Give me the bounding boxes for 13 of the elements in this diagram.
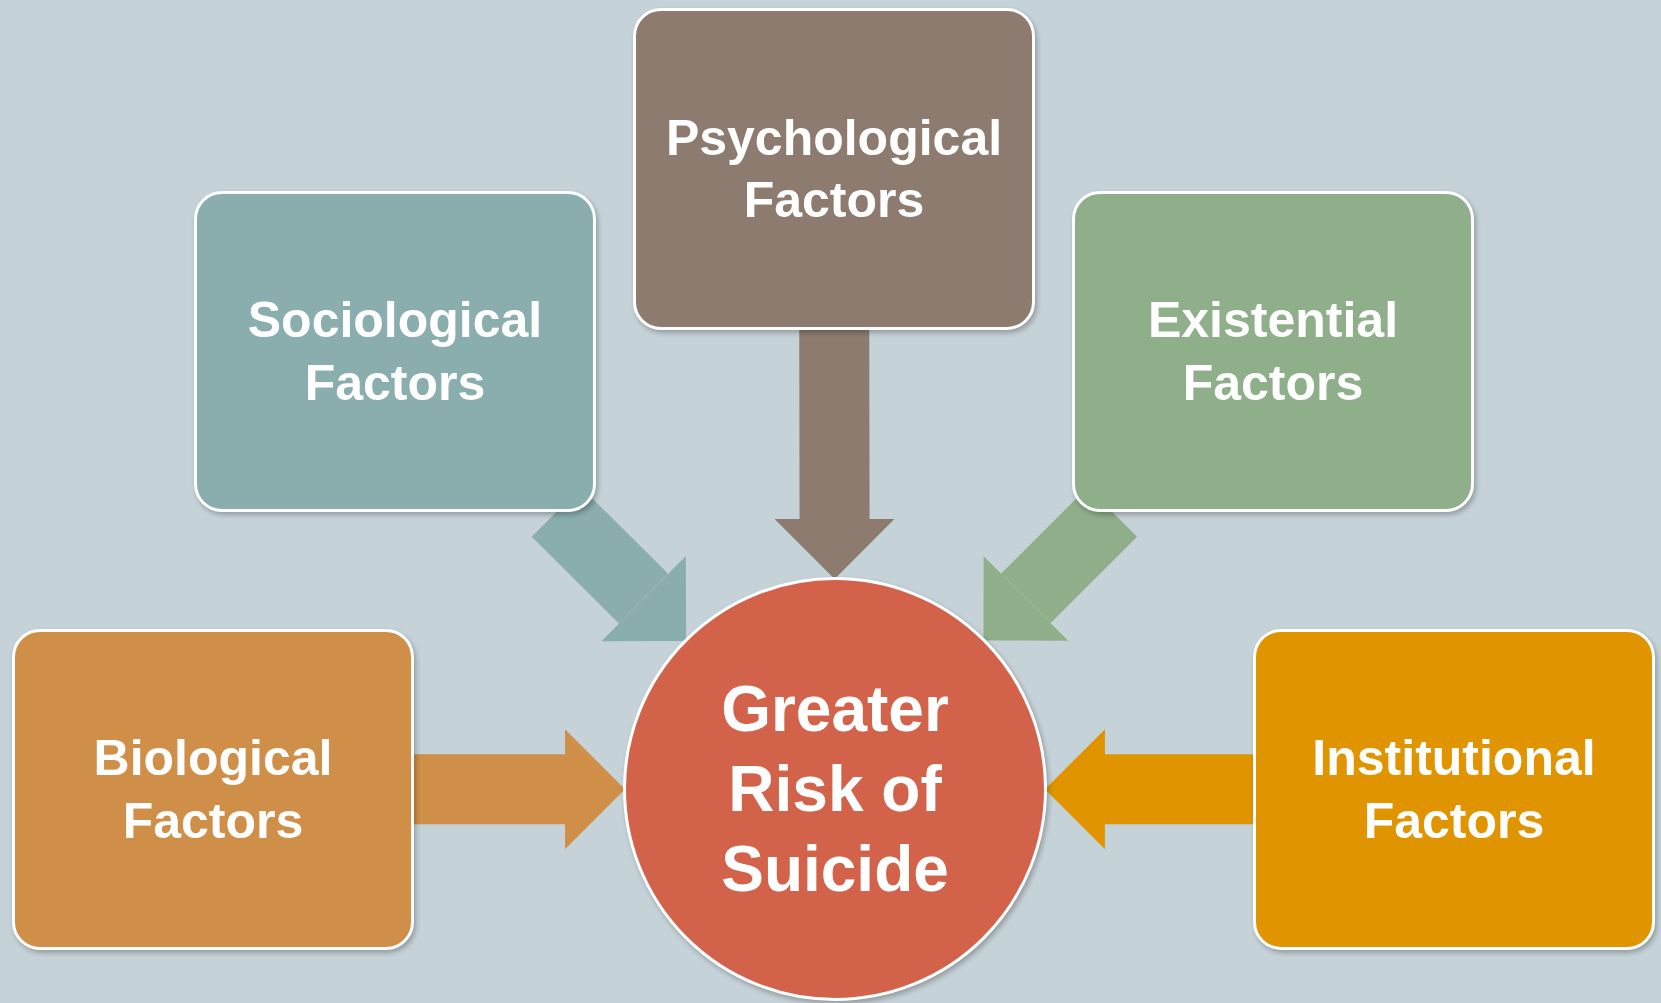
factor-label: Sociological Factors	[246, 291, 544, 413]
factor-label: Biological Factors	[92, 729, 334, 851]
block-arrow	[414, 729, 625, 850]
factor-label: Existential Factors	[1146, 291, 1400, 413]
factor-label: Institutional Factors	[1311, 729, 1597, 851]
factor-box	[194, 191, 596, 512]
factor-label: Psychological Factors	[664, 108, 1004, 230]
factor-box	[633, 8, 1035, 330]
factor-box	[1253, 629, 1655, 950]
factor-box	[1072, 191, 1474, 512]
factor-box	[12, 629, 414, 950]
block-arrow	[774, 330, 895, 579]
outcome-label: Greater Risk of Suicide	[720, 672, 950, 907]
